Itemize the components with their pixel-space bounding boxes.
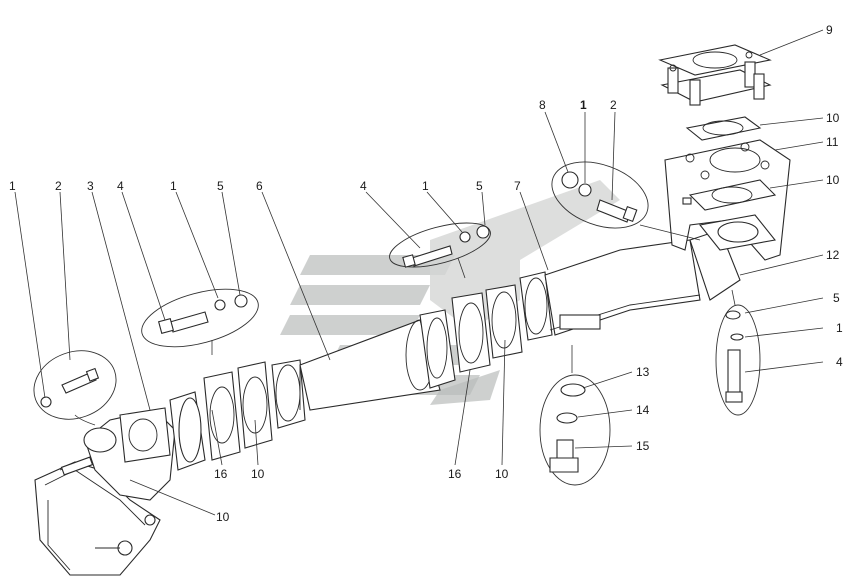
- callout-10: 10: [216, 510, 230, 524]
- gasket-10-top: [685, 116, 762, 141]
- callout-10: 10: [826, 111, 840, 125]
- callout-16: 16: [448, 467, 462, 481]
- callout-7: 7: [514, 179, 521, 193]
- callout-4: 4: [360, 179, 367, 193]
- callout-8: 8: [539, 98, 546, 112]
- callout-4: 4: [117, 179, 124, 193]
- hardware-group-upper-left: [141, 288, 259, 348]
- callout-16: 16: [214, 467, 228, 481]
- pipe-middle-flanges: [419, 271, 553, 389]
- callout-1: 1: [170, 179, 177, 193]
- assembly-arrows: [74, 224, 736, 426]
- hardware-group-left: [33, 350, 117, 420]
- callout-5: 5: [476, 179, 483, 193]
- hardware-group-right-bottom: [715, 304, 761, 416]
- callout-1: 1: [422, 179, 429, 193]
- hardware-group-bottom: [539, 374, 611, 486]
- callout-3: 3: [87, 179, 94, 193]
- callout-10: 10: [826, 173, 840, 187]
- callout-1: 1: [580, 98, 587, 112]
- callout-12: 12: [826, 248, 840, 262]
- hardware-group-right-top: [551, 161, 649, 229]
- mounting-bracket: [664, 139, 791, 261]
- callout-leaders: [14, 29, 824, 516]
- callout-10: 10: [495, 467, 509, 481]
- callout-11: 11: [826, 135, 839, 149]
- hardware-group-center: [389, 222, 491, 268]
- callout-14: 14: [636, 403, 650, 417]
- callout-15: 15: [636, 439, 650, 453]
- callout-6: 6: [256, 179, 263, 193]
- callout-4: 4: [836, 355, 843, 369]
- elbow-pipe: [83, 407, 176, 501]
- callout-2: 2: [55, 179, 62, 193]
- pipe-left-section: [169, 319, 441, 471]
- callout-10: 10: [251, 467, 265, 481]
- flexible-mount-9: [658, 44, 772, 106]
- exhaust-pipe-long: [544, 229, 741, 336]
- silencer-housing: [34, 454, 161, 576]
- callout-9: 9: [826, 23, 833, 37]
- callout-labels: 1 2 3 4 1 5 6 4 1 5 7 8 1 2 9 10 11 10 1…: [9, 23, 843, 524]
- callout-1: 1: [9, 179, 16, 193]
- callout-2: 2: [610, 98, 617, 112]
- callout-13: 13: [636, 365, 650, 379]
- callout-5: 5: [833, 291, 840, 305]
- callout-5: 5: [217, 179, 224, 193]
- callout-1: 1: [836, 321, 843, 335]
